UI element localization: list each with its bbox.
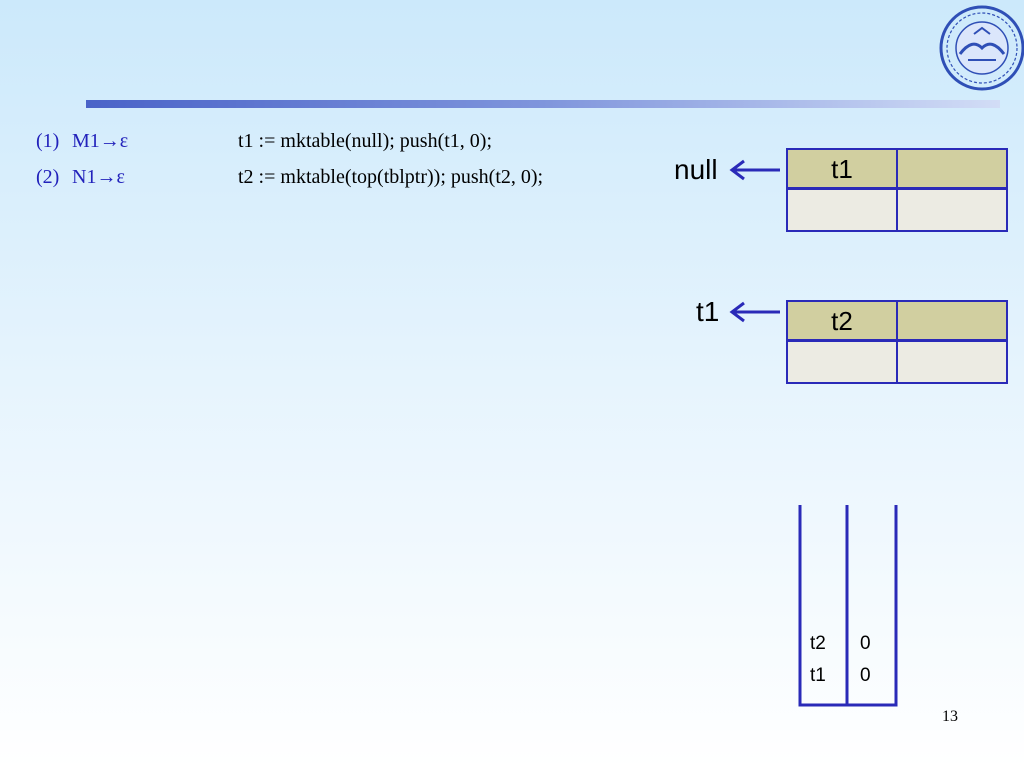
rule-action: t1 := mktable(null); push(t1, 0); [238,130,493,152]
arrow-left-icon [729,301,780,323]
stack-entry-offset: 0 [860,633,871,654]
tblptr-offset-stack [798,505,898,707]
university-seal-icon [939,5,1024,91]
table-name-cell: t1 [788,150,898,190]
table-body-cell [898,190,1006,230]
stack-entry-table: t2 [810,633,826,654]
table-header-cell [898,302,1006,342]
page-number: 13 [942,708,958,725]
symbol-table-t1: t1 [786,148,1008,232]
pointer-label-t1: t1 [696,296,720,327]
rule-number: (1) [36,130,60,152]
table-body-cell [788,342,898,382]
stack-entry-offset: 0 [860,665,871,686]
rule-production: M1→ε [72,130,129,152]
pointer-label-null: null [674,154,718,185]
rule-production: N1→ε [72,166,125,188]
arrow-left-icon [729,159,780,181]
rule-number: (2) [36,166,60,188]
table-body-cell [788,190,898,230]
stack-entry-table: t1 [810,665,826,686]
table-name-cell: t2 [788,302,898,342]
symbol-table-t2: t2 [786,300,1008,384]
table-header-cell [898,150,1006,190]
title-divider [86,100,1000,108]
table-body-cell [898,342,1006,382]
rule-action: t2 := mktable(top(tblptr)); push(t2, 0); [238,166,544,188]
